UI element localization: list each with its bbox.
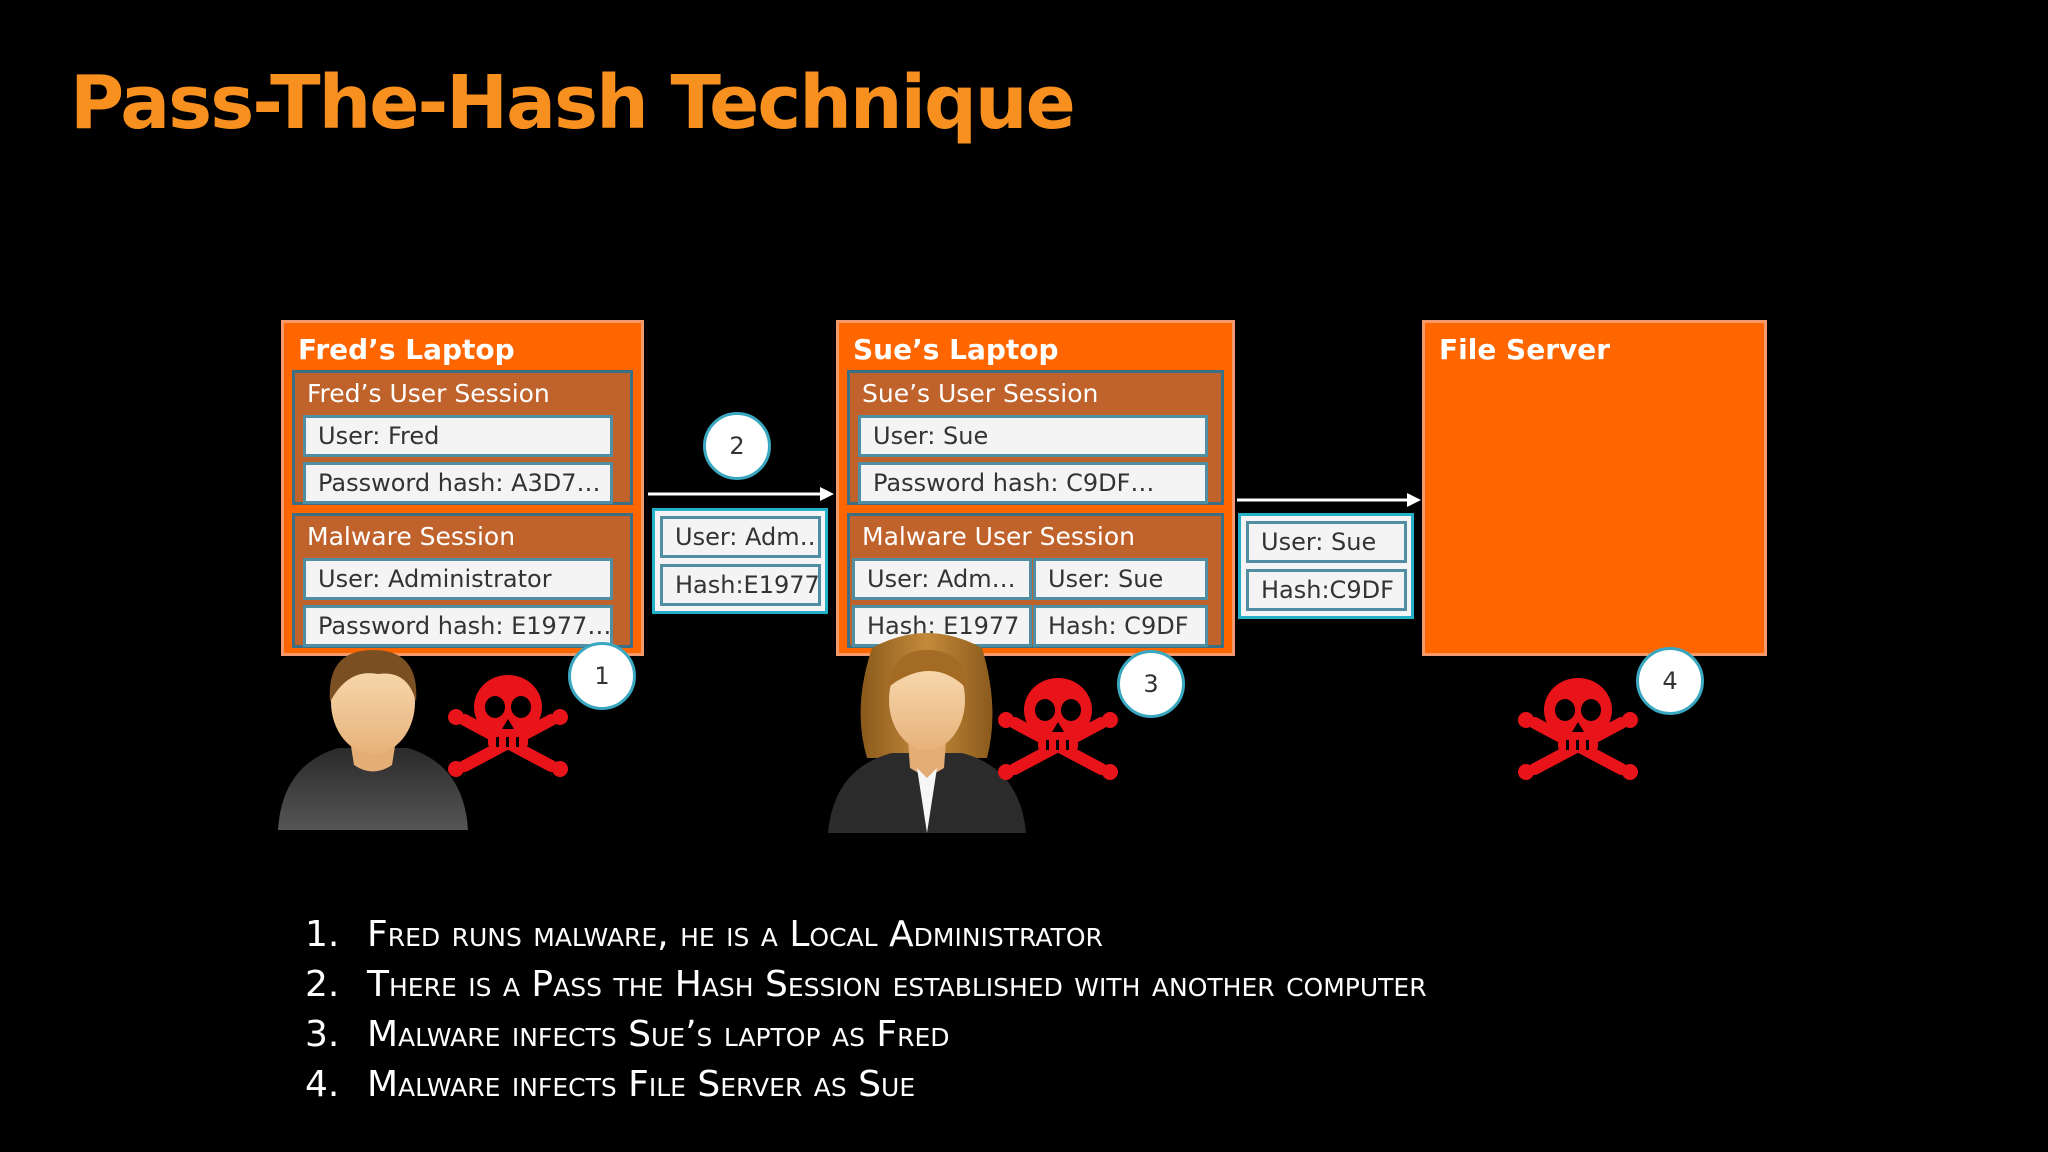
step-circle-3: 3 [1117, 650, 1185, 718]
fred-hash-field: Password hash: A3D7… [303, 462, 613, 504]
sue-user-session: Sue’s User Session User: Sue Password ha… [847, 370, 1224, 505]
step-number: 3. [305, 1014, 340, 1055]
freds-laptop-title: Fred’s Laptop [298, 333, 515, 366]
step-number: 1. [305, 914, 340, 955]
sues-laptop-title: Sue’s Laptop [853, 333, 1059, 366]
step-number: 4. [305, 1064, 340, 1105]
step-circle-1: 1 [568, 642, 636, 710]
packet-to-sue: User: Adm… Hash:E1977 [652, 508, 828, 614]
skull-crossbones-icon [448, 675, 568, 777]
freds-laptop-box: Fred’s Laptop Fred’s User Session User: … [281, 320, 644, 656]
arrow-sue-to-server [1237, 493, 1421, 507]
person-female-icon [828, 633, 1026, 833]
file-server-title: File Server [1439, 333, 1611, 366]
person-male-icon [278, 650, 468, 830]
packet-to-sue-hash: Hash:E1977 [660, 564, 821, 606]
page-title: Pass-The-Hash Technique [70, 60, 1076, 146]
packet-to-server: User: Sue Hash:C9DF [1238, 513, 1414, 619]
step-text: There is a Pass the Hash Session establi… [367, 964, 1427, 1005]
step-item: 4. Malware infects File Server as Sue [305, 1060, 1427, 1110]
fred-user-field: User: Fred [303, 415, 613, 457]
sue-malware-admin-user-field: User: Adm… [852, 558, 1032, 600]
arrow-fred-to-sue [648, 487, 834, 501]
step-item: 3. Malware infects Sue’s laptop as Fred [305, 1010, 1427, 1060]
step-item: 1. Fred runs malware, he is a Local Admin… [305, 910, 1427, 960]
step-text: Malware infects Sue’s laptop as Fred [367, 1014, 950, 1055]
fred-admin-hash-field: Password hash: E1977… [303, 605, 613, 647]
sue-malware-session-title: Malware User Session [862, 522, 1135, 551]
packet-to-server-hash: Hash:C9DF [1246, 569, 1407, 611]
fred-admin-user-field: User: Administrator [303, 558, 613, 600]
packet-to-sue-user: User: Adm… [660, 516, 821, 558]
sue-hash-field: Password hash: C9DF… [858, 462, 1208, 504]
step-text: Malware infects File Server as Sue [367, 1064, 916, 1105]
step-circle-4: 4 [1636, 647, 1704, 715]
sues-laptop-box: Sue’s Laptop Sue’s User Session User: Su… [836, 320, 1235, 656]
fred-user-session: Fred’s User Session User: Fred Password … [292, 370, 633, 505]
steps-list: 1. Fred runs malware, he is a Local Admin… [305, 910, 1427, 1110]
step-item: 2. There is a Pass the Hash Session estab… [305, 960, 1427, 1010]
sue-user-session-title: Sue’s User Session [862, 379, 1099, 408]
packet-to-server-user: User: Sue [1246, 521, 1407, 563]
file-server-box: File Server [1422, 320, 1767, 656]
fred-malware-session: Malware Session User: Administrator Pass… [292, 513, 633, 648]
sue-malware-session: Malware User Session User: Adm… User: Su… [847, 513, 1224, 648]
sue-malware-sue-user-field: User: Sue [1033, 558, 1208, 600]
sue-user-field: User: Sue [858, 415, 1208, 457]
sue-malware-sue-hash-field: Hash: C9DF [1033, 605, 1208, 647]
fred-malware-session-title: Malware Session [307, 522, 516, 551]
fred-user-session-title: Fred’s User Session [307, 379, 550, 408]
skull-crossbones-icon [998, 678, 1118, 780]
step-text: Fred runs malware, he is a Local Adminis… [367, 914, 1103, 955]
step-number: 2. [305, 964, 340, 1005]
skull-crossbones-icon [1518, 678, 1638, 780]
step-circle-2: 2 [703, 412, 771, 480]
